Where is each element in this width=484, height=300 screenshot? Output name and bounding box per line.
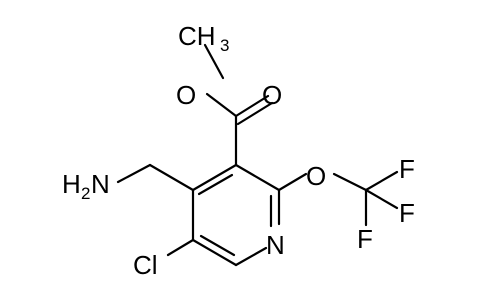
ring-bond-c3-c4-inner — [197, 173, 234, 196]
bond-o-cf3 — [332, 172, 368, 192]
bond-ch3-o — [203, 43, 225, 80]
atom-labels: CH 3 O O N O F F F H 2 N Cl — [62, 21, 415, 280]
bond-carbonyl-o-double-b — [236, 101, 274, 126]
fluorine-label-3: F — [357, 224, 373, 254]
ring-nitrogen-label: N — [266, 230, 285, 260]
methyl-subscript: 3 — [220, 36, 229, 55]
amine-n-label: N — [91, 169, 110, 199]
bond-c-f1 — [364, 170, 399, 192]
bond-c4-ch2 — [148, 163, 195, 192]
bonds — [116, 43, 399, 267]
ring-bond-c5-c6 — [191, 238, 238, 267]
carbonyl-oxygen-label: O — [262, 80, 282, 110]
ring-bond-c3-c4 — [191, 163, 238, 192]
fluorine-label-1: F — [399, 154, 415, 184]
ester-oxygen-label: O — [176, 80, 196, 110]
bond-o-carbonyl — [205, 92, 238, 118]
ring-bond-c6-n — [234, 246, 268, 267]
fluorine-label-2: F — [399, 198, 415, 228]
bond-ch2-n — [116, 163, 152, 184]
chlorine-label: Cl — [133, 250, 158, 280]
bond-c5-cl — [166, 238, 195, 257]
amine-h-label: H — [62, 169, 81, 199]
ring-bond-c5-c6-inner — [199, 234, 236, 257]
ring-bond-c2-c3 — [234, 163, 281, 192]
ether-oxygen-label: O — [306, 161, 326, 191]
methyl-label: CH — [178, 21, 216, 51]
bond-carbonyl-o-double-a — [234, 94, 270, 118]
bond-c-f2 — [364, 188, 399, 210]
bond-c2-o — [277, 172, 308, 192]
amine-subscript: 2 — [81, 184, 90, 203]
